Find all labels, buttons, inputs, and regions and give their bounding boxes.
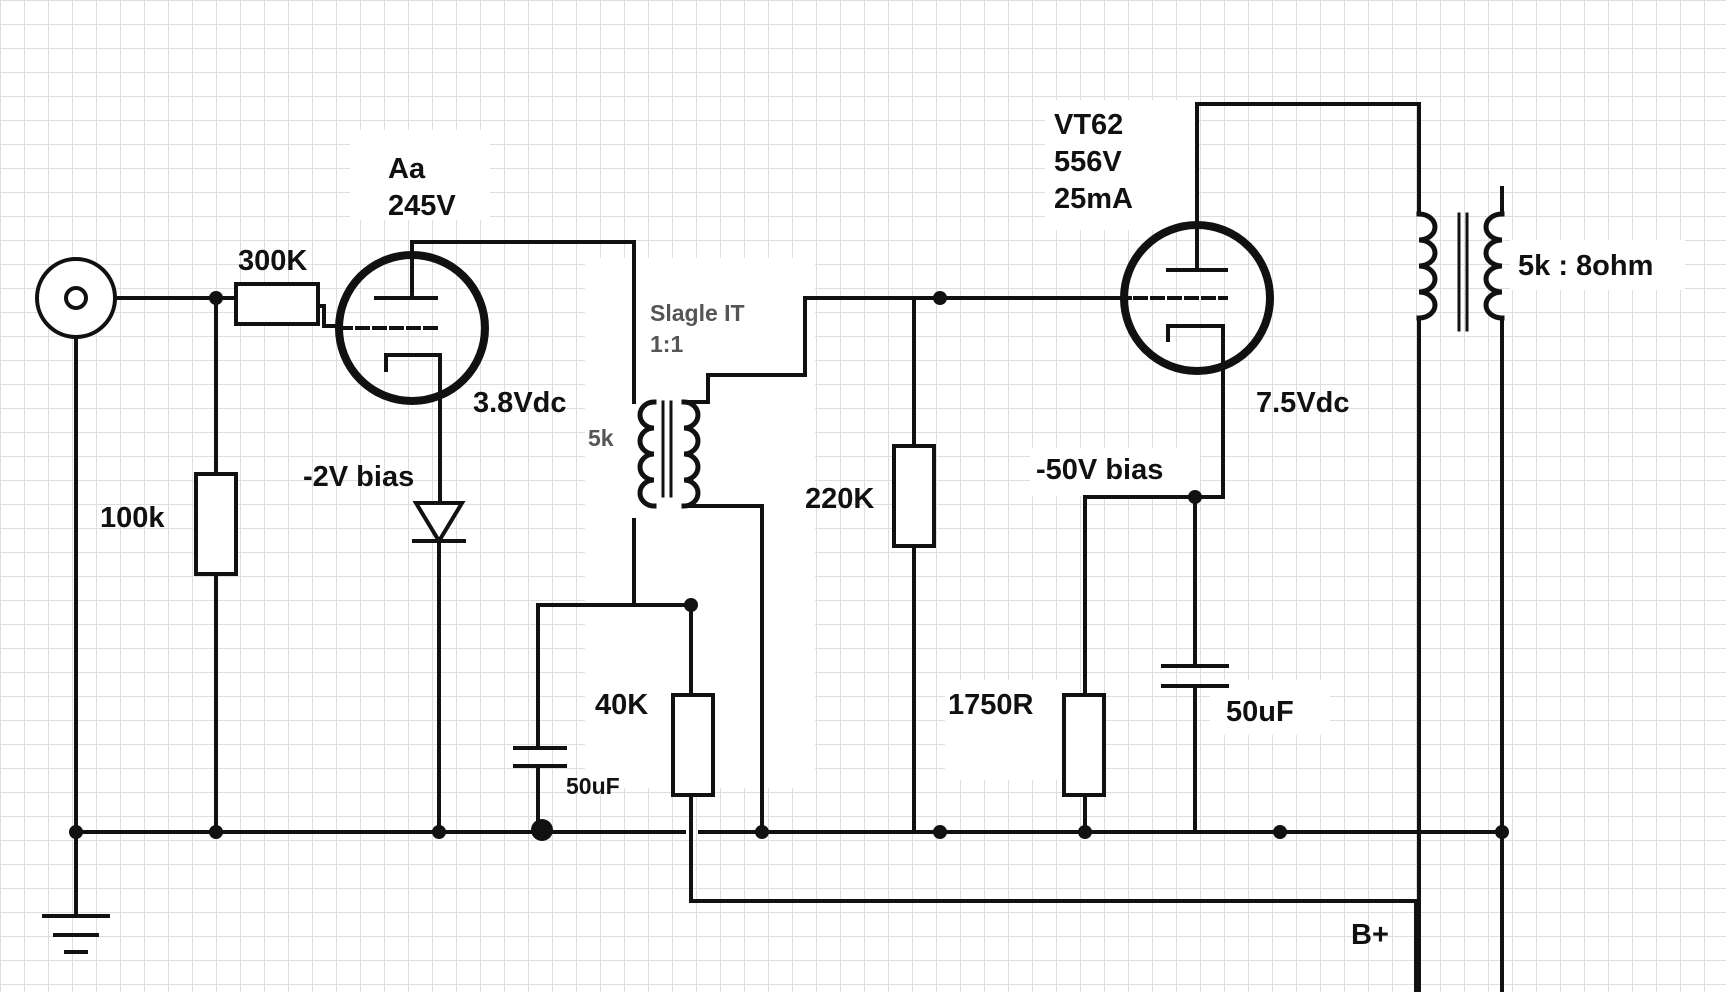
label-patch-vt62 [1045,100,1195,230]
junction-dot [1188,490,1202,504]
label-patch-cath-r [945,680,1065,780]
transformer-icon [1416,186,1505,332]
cap2-label: 50uF [1226,696,1294,728]
supply-label: B+ [1351,919,1389,951]
junction-dot [432,825,446,839]
grid-resistor-label: 100k [100,502,165,534]
input-jack-icon [35,257,117,339]
interstage-impedance: 5k [588,425,614,451]
b-plus-feed-wire [689,793,1418,992]
capacitor-icon [1161,664,1229,688]
triode-icon [1120,221,1274,375]
cap1-label: 50uF [566,773,620,799]
junction-dot [1495,825,1509,839]
junction-dot [69,825,83,839]
stage1-cathode-voltage: 3.8Vdc [473,387,567,419]
junction-dot [209,291,223,305]
cathode-resistor-label: 1750R [948,689,1034,721]
stage1-bias-label: -2V bias [303,461,414,493]
feed-resistor-label: 40K [595,689,648,721]
resistor-icon [194,472,238,576]
junction-dot [209,825,223,839]
label-patch-bias2 [1030,448,1200,496]
resistor-icon [671,693,715,797]
triode-icon [335,251,489,405]
plate-wire-stage2 [1195,102,1421,227]
junction-dot [755,825,769,839]
stage1-tube-label: Aa [388,153,426,185]
stage2-tube-label: VT62 [1054,109,1123,141]
grid-wire-stage1 [316,304,340,328]
junction-dot [933,825,947,839]
junction-dot [1078,825,1092,839]
input-resistor-label: 300K [238,245,307,277]
transformer-icon [632,288,807,834]
junction-dots [69,291,1509,841]
junction-dot [1273,825,1287,839]
label-patch-aa [350,130,490,220]
resistor-icon [234,282,320,326]
junction-dot [684,598,698,612]
cathode-wire-stage2 [1083,369,1225,697]
stage2-bias-label: -50V bias [1036,454,1163,486]
ground-icon [42,914,110,954]
capacitor-icon [513,746,567,768]
resistor-icon [1062,693,1106,797]
label-patch-ot [1510,240,1685,290]
plate-wire-stage1 [410,240,636,292]
stage2-grid-resistor-label: 220K [805,483,874,515]
resistor-icon [892,444,936,548]
junction-dot [531,819,553,841]
interstage-name: Slagle IT [650,300,745,326]
stage2-tube-voltage: 556V [1054,146,1122,178]
stage2-cathode-voltage: 7.5Vdc [1256,387,1350,419]
stage1-tube-voltage: 245V [388,190,456,222]
interstage-ratio: 1:1 [650,331,683,357]
stage2-tube-current: 25mA [1054,183,1133,215]
label-patch-cap2 [1210,680,1330,735]
output-transformer-label: 5k : 8ohm [1518,250,1653,282]
diode-icon [412,501,466,545]
junction-dot [933,291,947,305]
